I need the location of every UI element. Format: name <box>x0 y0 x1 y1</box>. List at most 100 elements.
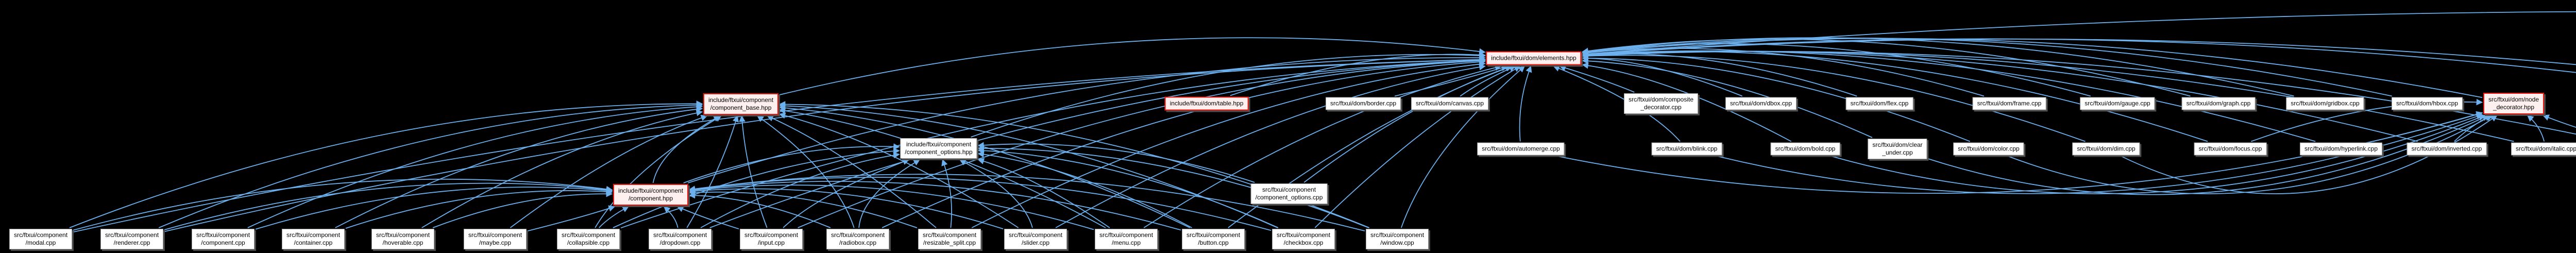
graph-node-component_base_hpp[interactable]: include/ftxui/component /component_base.… <box>703 93 779 115</box>
graph-node-hbox_cpp[interactable]: src/ftxui/dom/hbox.cpp <box>2391 97 2463 110</box>
graph-node-graph_cpp[interactable]: src/ftxui/dom/graph.cpp <box>2181 97 2256 110</box>
graph-node-elements_hpp[interactable]: include/ftxui/dom/elements.hpp <box>1486 51 1582 65</box>
edge-collapsible_cpp-to-component_base_hpp <box>595 115 722 228</box>
graph-node-modal_cpp[interactable]: src/ftxui/component /modal.cpp <box>9 229 73 249</box>
edge-radiobox_cpp-to-elements_hpp <box>882 58 1486 228</box>
graph-node-slider_cpp[interactable]: src/ftxui/component /slider.cpp <box>1004 229 1067 249</box>
edge-dim_cpp-to-elements_hpp <box>1582 53 2086 142</box>
edge-input_cpp-to-component_base_hpp <box>739 115 768 228</box>
edge-paragraph_cpp-to-elements_hpp <box>1582 38 2576 73</box>
graph-node-focus_cpp[interactable]: src/ftxui/dom/focus.cpp <box>2194 142 2267 156</box>
edge-renderer_cpp-to-component_hpp <box>164 182 613 230</box>
edge-hoverable_cpp-to-component_base_hpp <box>421 110 703 228</box>
graph-node-container_cpp[interactable]: src/ftxui/component /container.cpp <box>281 229 345 249</box>
edge-hyperlink_cpp-to-elements_hpp <box>1582 50 2316 142</box>
edge-hoverable_cpp-to-component_hpp <box>432 190 613 228</box>
graph-node-dbox_cpp[interactable]: src/ftxui/dom/dbox.cpp <box>1725 97 1797 110</box>
edge-window_cpp-to-component_base_hpp <box>778 101 1370 228</box>
graph-node-node_decorator_hpp[interactable]: src/ftxui/dom/node _decorator.hpp <box>2483 93 2545 114</box>
graph-node-frame_cpp[interactable]: src/ftxui/dom/frame.cpp <box>1972 97 2046 110</box>
edge-hyperlink_cpp-to-node_decorator_hpp <box>2372 111 2483 142</box>
edge-linear_gradient_cpp-to-elements_hpp <box>1582 51 2576 135</box>
graph-node-dim_cpp[interactable]: src/ftxui/dom/dim.cpp <box>2072 142 2140 156</box>
graph-node-resizable_split_cpp[interactable]: src/ftxui/component /resizable_split.cpp <box>918 229 981 249</box>
edge-collapsible_cpp-to-component_hpp <box>599 206 630 228</box>
edge-input_cpp-to-elements_hpp <box>798 57 1486 228</box>
graph-node-automerge_cpp[interactable]: src/ftxui/dom/automerge.cpp <box>1477 142 1565 156</box>
graph-node-flex_cpp[interactable]: src/ftxui/dom/flex.cpp <box>1845 97 1913 110</box>
edge-menu_cpp-to-component_hpp <box>688 184 1094 230</box>
graph-node-inverted_cpp[interactable]: src/ftxui/dom/inverted.cpp <box>2406 142 2487 156</box>
graph-node-checkbox_cpp[interactable]: src/ftxui/component /checkbox.cpp <box>1272 229 1335 249</box>
graph-node-bold_cpp[interactable]: src/ftxui/dom/bold.cpp <box>1770 142 1840 156</box>
graph-node-border_cpp[interactable]: src/ftxui/dom/border.cpp <box>1325 97 1401 110</box>
edge-maybe_cpp-to-component_hpp <box>527 205 616 232</box>
edge-component_base_hpp-to-elements_hpp <box>779 37 1486 95</box>
edge-dropdown_cpp-to-component_options_hpp <box>700 151 900 228</box>
edge-gridbox_cpp-to-elements_hpp <box>1582 37 2294 97</box>
graph-node-dropdown_cpp[interactable]: src/ftxui/component /dropdown.cpp <box>648 229 712 249</box>
edge-window_cpp-to-component_options_hpp <box>977 145 1369 228</box>
graph-node-color_cpp[interactable]: src/ftxui/dom/color.cpp <box>1953 142 2024 156</box>
edge-bold_cpp-to-elements_hpp <box>1582 62 1792 142</box>
edge-composite_decorator_cpp-to-elements_hpp <box>1559 64 1635 93</box>
graph-node-component_options_hpp[interactable]: include/ftxui/component /component_optio… <box>900 138 977 159</box>
edge-elements_hpp-to-flexbox_config_hpp <box>1582 11 2576 55</box>
graph-node-button_cpp[interactable]: src/ftxui/component /button.cpp <box>1181 229 1245 249</box>
edge-collapsible_cpp-to-component_options_hpp <box>613 147 900 228</box>
edge-italic_cpp-to-node_decorator_hpp <box>2527 115 2545 142</box>
edge-container_cpp-to-component_hpp <box>345 188 613 229</box>
graph-node-hyperlink_cpp[interactable]: src/ftxui/dom/hyperlink.cpp <box>2299 142 2383 156</box>
edge-resizable_split_cpp-to-elements_hpp <box>971 61 1486 228</box>
edge-checkbox_cpp-to-component_hpp <box>688 177 1272 231</box>
edge-resizable_split_cpp-to-component_options_hpp <box>941 159 952 228</box>
graph-node-clear_under_cpp[interactable]: src/ftxui/dom/clear _under.cpp <box>1868 139 1927 159</box>
graph-node-table_hpp[interactable]: include/ftxui/dom/table.hpp <box>1164 96 1249 111</box>
edge-bold_cpp-to-node_decorator_hpp <box>1832 114 2485 194</box>
edge-radiobox_cpp-to-component_options_hpp <box>858 159 920 228</box>
graph-node-italic_cpp[interactable]: src/ftxui/dom/italic.cpp <box>2511 142 2576 156</box>
graph-node-component_hpp[interactable]: include/ftxui/component /component.hpp <box>613 184 689 206</box>
edge-modal_cpp-to-component_base_hpp <box>69 100 703 228</box>
edge-input_cpp-to-component_options_hpp <box>783 159 910 228</box>
edge-component_hpp-to-component_options_hpp <box>683 143 900 183</box>
edge-node_decorator_hpp-to-elements_hpp <box>1582 38 2483 98</box>
graph-node-maybe_cpp[interactable]: src/ftxui/component /maybe.cpp <box>463 229 527 249</box>
edge-flexbox_cpp-to-elements_hpp <box>1582 39 2576 65</box>
edge-menu_cpp-to-component_base_hpp <box>778 107 1106 228</box>
edge-button_cpp-to-component_options_hpp <box>977 151 1192 228</box>
edge-component_options_cpp-to-component_options_hpp <box>977 142 1255 183</box>
edge-checkbox_cpp-to-component_options_hpp <box>977 147 1279 228</box>
graph-node-component_cpp[interactable]: src/ftxui/component /component.cpp <box>191 229 255 249</box>
graph-node-window_cpp[interactable]: src/ftxui/component /window.cpp <box>1365 229 1429 249</box>
graph-node-blink_cpp[interactable]: src/ftxui/dom/blink.cpp <box>1651 142 1722 156</box>
edge-color_cpp-to-elements_hpp <box>1582 55 1971 142</box>
graph-node-input_cpp[interactable]: src/ftxui/component /input.cpp <box>739 229 803 249</box>
graph-node-canvas_cpp[interactable]: src/ftxui/dom/canvas.cpp <box>1411 97 1489 110</box>
edge-menu_cpp-to-component_options_hpp <box>977 158 1110 228</box>
graph-node-composite_decorator_cpp[interactable]: src/ftxui/dom/composite _decorator.cpp <box>1623 93 1699 114</box>
graph-node-collapsible_cpp[interactable]: src/ftxui/component /collapsible.cpp <box>556 229 620 249</box>
edge-maybe_cpp-to-component_base_hpp <box>510 114 708 228</box>
graph-node-gridbox_cpp[interactable]: src/ftxui/dom/gridbox.cpp <box>2286 97 2364 110</box>
edge-component_hpp-to-component_base_hpp <box>652 115 720 183</box>
edge-component_cpp-to-component_hpp <box>255 187 613 230</box>
graph-node-menu_cpp[interactable]: src/ftxui/component /menu.cpp <box>1094 229 1158 249</box>
edge-graph_cpp-to-elements_hpp <box>1582 39 2191 97</box>
edge-button_cpp-to-component_hpp <box>688 181 1181 231</box>
edge-hbox_cpp-to-elements_hpp <box>1582 37 2392 97</box>
edge-component_cpp-to-component_base_hpp <box>247 103 703 228</box>
graph-node-renderer_cpp[interactable]: src/ftxui/component /renderer.cpp <box>100 229 164 249</box>
edge-dbox_cpp-to-elements_hpp <box>1582 55 1743 97</box>
edge-radiobox_cpp-to-component_hpp <box>688 192 831 228</box>
edge-window_cpp-to-elements_hpp <box>1400 65 1526 228</box>
edge-input_cpp-to-component_hpp <box>676 206 739 230</box>
graph-node-component_options_cpp[interactable]: src/ftxui/component /component_options.c… <box>1250 183 1328 204</box>
graph-node-gauge_cpp[interactable]: src/ftxui/dom/gauge.cpp <box>2080 97 2155 110</box>
graph-node-radiobox_cpp[interactable]: src/ftxui/component /radiobox.cpp <box>826 229 890 249</box>
edge-slider_cpp-to-component_options_hpp <box>959 159 1033 228</box>
edge-automerge_cpp-to-elements_hpp <box>1519 65 1532 142</box>
graph-node-hoverable_cpp[interactable]: src/ftxui/component /hoverable.cpp <box>371 229 435 249</box>
